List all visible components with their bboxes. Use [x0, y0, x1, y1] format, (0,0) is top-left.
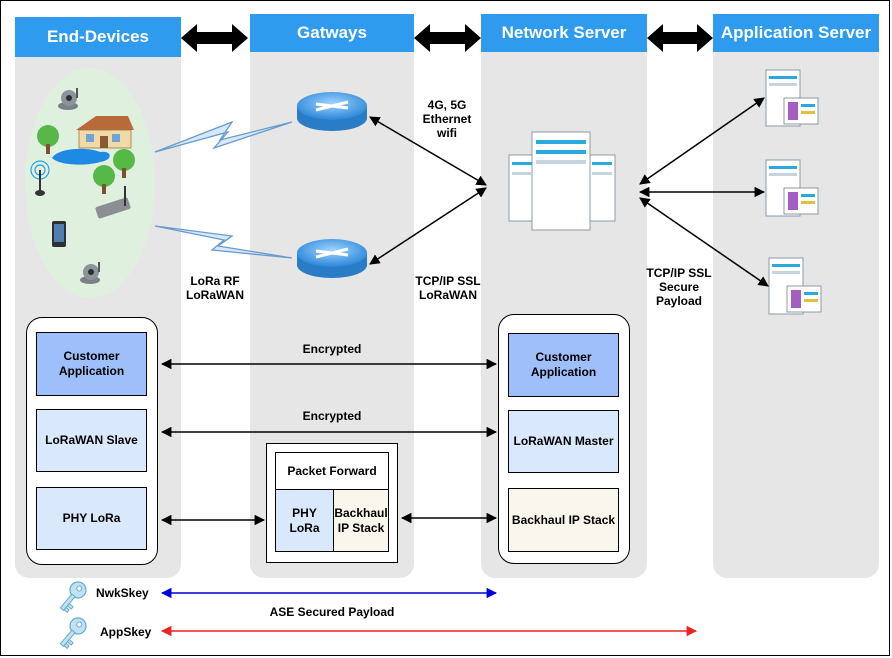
- server-to-app-arrow-1: [639, 97, 765, 185]
- header-link-arrow-1: [181, 24, 248, 52]
- network-server-header: Network Server: [481, 14, 647, 52]
- camera-icon: [80, 262, 100, 284]
- lake-icon: [52, 148, 110, 165]
- server-icon: [765, 69, 819, 127]
- network-links-label: 4G, 5G Ethernet wifi: [422, 98, 472, 140]
- gateway-backhaul-ip-stack: Backhaul IP Stack: [333, 489, 389, 552]
- device-customer-application: Customer Application: [36, 332, 147, 396]
- lora-rf-link-bottom: [154, 225, 293, 259]
- encrypted-label-lorawan: Encrypted: [302, 409, 362, 423]
- gateways-header: Gatways: [250, 14, 414, 52]
- house-icon: [76, 116, 134, 149]
- appskey-label: AppSkey: [100, 625, 152, 639]
- server-icon: [765, 159, 819, 217]
- tree-icon: [37, 125, 59, 154]
- encrypted-label-application: Encrypted: [302, 342, 362, 356]
- phone-icon: [52, 221, 66, 247]
- header-link-arrow-3: [647, 24, 713, 52]
- ase-secured-payload-label: ASE Secured Payload: [269, 605, 395, 619]
- server-customer-application: Customer Application: [508, 333, 619, 397]
- server-to-app-arrow-3: [639, 197, 769, 287]
- antenna-icon: [30, 160, 50, 196]
- camera-icon: [58, 88, 78, 110]
- server-icon: [768, 257, 822, 315]
- gateway-phy-lora: PHY LoRa: [275, 489, 334, 552]
- tcpip-application-label: TCP/IP SSL Secure Payload: [646, 266, 712, 308]
- server-backhaul-ip-stack: Backhaul IP Stack: [508, 488, 619, 552]
- gateway-to-server-arrow-top: [369, 116, 487, 186]
- end-devices-header: End-Devices: [15, 17, 181, 57]
- key-icon: [59, 581, 87, 613]
- device-phy-lora: PHY LoRa: [36, 487, 147, 550]
- nwkskey-label: NwkSkey: [96, 586, 149, 600]
- router-icon: [95, 186, 131, 219]
- lora-rf-label: LoRa RF LoRaWAN: [186, 274, 244, 302]
- tcpip-gateway-label: TCP/IP SSL LoRaWAN: [415, 274, 481, 302]
- gateway-router-icon: [297, 239, 367, 278]
- lora-rf-link-top: [154, 120, 293, 153]
- server-icon: [508, 131, 616, 231]
- end-devices-cloud: [25, 68, 155, 298]
- tree-icon: [113, 149, 135, 178]
- key-icon: [59, 617, 87, 649]
- gateway-to-server-arrow-bottom: [369, 187, 487, 265]
- server-lorawan-master: LoRaWAN Master: [508, 410, 619, 473]
- device-lorawan-slave: LoRaWAN Slave: [36, 409, 147, 472]
- tree-icon: [93, 165, 115, 194]
- application-server-header: Application Server: [713, 14, 879, 52]
- gateway-router-icon: [297, 92, 367, 131]
- packet-forward-box: Packet Forward: [275, 452, 389, 490]
- header-link-arrow-2: [414, 24, 481, 52]
